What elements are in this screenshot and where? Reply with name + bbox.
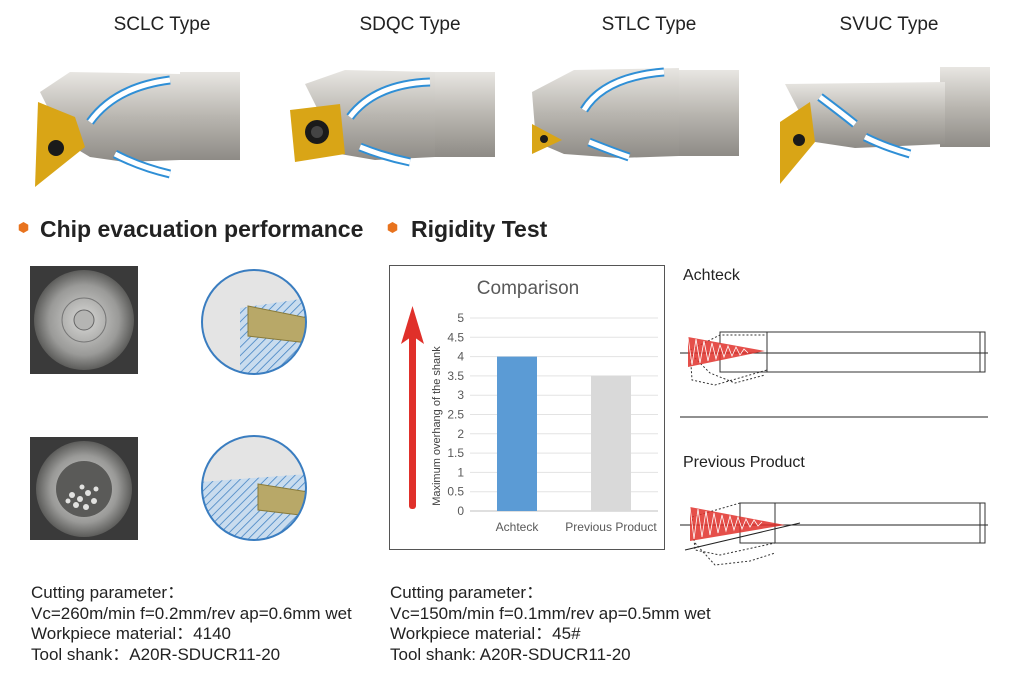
chart-y-axis-label: Maximum overhang of the shank xyxy=(431,346,443,506)
chart-bar-achteck xyxy=(497,356,537,511)
hexagon-bullet-icon xyxy=(387,222,398,233)
chart-y-tick-label: 1 xyxy=(457,465,464,479)
chart-y-tick-label: 0 xyxy=(457,504,464,518)
params-left-heading: Cutting parameter： xyxy=(31,583,185,602)
chart-y-tick-label: 5 xyxy=(457,311,464,325)
chart-y-tick-label: 3 xyxy=(457,388,464,402)
tool-type-label-sdqc: SDQC Type xyxy=(359,14,461,35)
stlc-tool-image xyxy=(532,67,739,162)
params-right-cutting: Vc=150m/min f=0.1mm/rev ap=0.5mm wet xyxy=(390,603,711,623)
params-right-shank: Tool shank: A20R-SDUCR11-20 xyxy=(390,644,631,664)
chart-y-tick-label: 2 xyxy=(457,427,464,441)
previous-product-deflection-drawing xyxy=(680,502,988,566)
cutting-diagram-bottom xyxy=(201,435,307,541)
sclc-tool-image xyxy=(35,72,240,187)
params-right-heading: Cutting parameter： xyxy=(390,583,544,602)
chart-y-tick-label: 1.5 xyxy=(447,446,464,460)
workpiece-photo-clean xyxy=(30,266,138,374)
tool-type-label-sclc: SCLC Type xyxy=(113,14,211,35)
cutting-diagram-top xyxy=(201,269,307,375)
chart-y-tick-label: 2.5 xyxy=(447,408,464,422)
vibration-pattern xyxy=(689,506,785,541)
sdqc-tool-image xyxy=(290,70,495,167)
hexagon-bullet-icon xyxy=(18,222,29,233)
params-left-cutting: Vc=260m/min f=0.2mm/rev ap=0.6mm wet xyxy=(31,603,352,623)
drawing-label-previous: Previous Product xyxy=(683,454,805,471)
chart-title: Comparison xyxy=(477,278,579,299)
chart-category-label: Previous Product xyxy=(565,520,657,534)
up-arrow-icon xyxy=(401,306,424,509)
drawing-label-achteck: Achteck xyxy=(683,267,740,284)
chart-bar-previous-product xyxy=(591,375,631,511)
chart-y-tick-label: 4 xyxy=(457,350,464,364)
params-left: Cutting parameter： Vc=260m/min f=0.2mm/r… xyxy=(31,583,352,665)
achteck-deflection-drawing xyxy=(680,331,988,418)
chart-y-tick-label: 0.5 xyxy=(447,485,464,499)
params-left-shank: Tool shank：A20R-SDUCR11-20 xyxy=(31,644,281,664)
rigidity-test-heading: Rigidity Test xyxy=(411,216,548,242)
params-left-workpiece: Workpiece material：4140 xyxy=(31,624,231,643)
svuc-tool-image xyxy=(780,67,990,184)
chart-category-label: Achteck xyxy=(496,520,540,534)
params-right: Cutting parameter： Vc=150m/min f=0.1mm/r… xyxy=(390,583,711,665)
comparison-chart-svg: Comparison Maximum overhang of the shank… xyxy=(401,278,658,534)
workpiece-photo-chips xyxy=(30,437,138,540)
chip-evacuation-heading: Chip evacuation performance xyxy=(40,216,364,242)
comparison-chart: Comparison Maximum overhang of the shank… xyxy=(389,265,665,550)
chart-y-tick-label: 4.5 xyxy=(447,330,464,344)
chart-y-tick-label: 3.5 xyxy=(447,369,464,383)
vibration-pattern xyxy=(687,336,765,367)
tool-type-label-svuc: SVUC Type xyxy=(839,14,939,35)
tool-type-label-stlc: STLC Type xyxy=(601,14,697,35)
params-right-workpiece: Workpiece material：45# xyxy=(390,624,581,643)
